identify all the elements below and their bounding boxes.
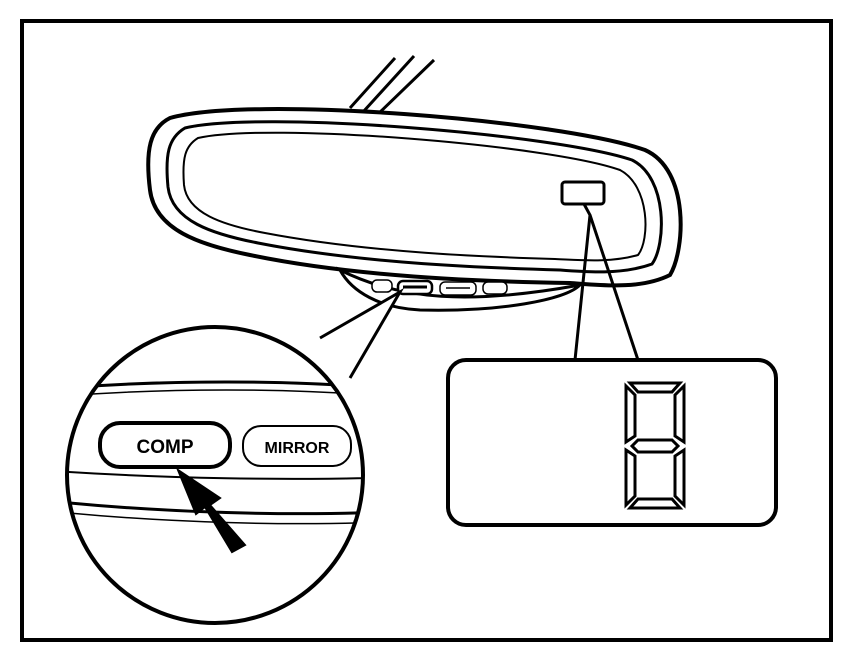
press-arrow-icon xyxy=(175,467,247,554)
zoom-callout-left xyxy=(319,287,405,379)
mirror-button-magnified xyxy=(242,425,352,467)
mirror-display-window xyxy=(560,180,606,206)
button-magnifier: COMP MIRROR xyxy=(65,325,365,625)
comp-button-magnified xyxy=(98,421,232,469)
seven-segment-display-icon xyxy=(624,381,686,510)
mirror-button-label: MIRROR xyxy=(265,440,330,457)
comp-button-label: COMP xyxy=(137,437,194,458)
mirror-mount-wires xyxy=(348,54,436,118)
display-magnifier: 8 xyxy=(446,358,778,527)
zoom-callout-right xyxy=(573,203,640,361)
rearview-mirror-icon xyxy=(146,107,683,312)
